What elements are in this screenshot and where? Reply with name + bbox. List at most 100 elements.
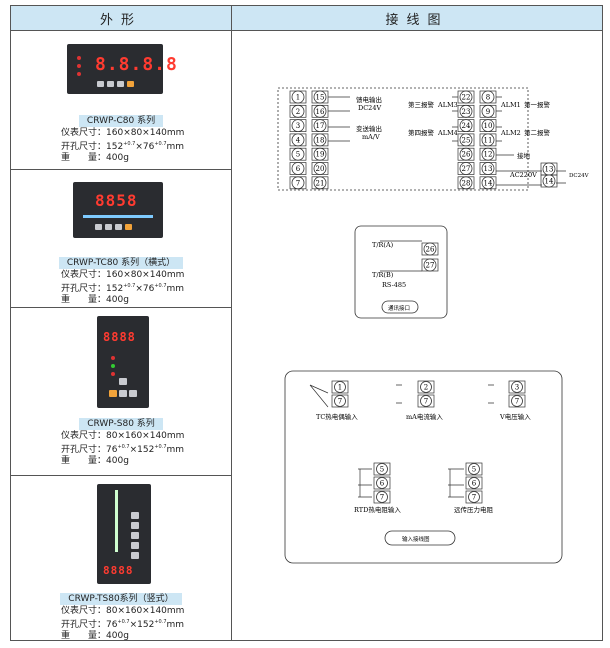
tx-label: 变送输出: [356, 124, 382, 133]
terminal-26: 26: [457, 147, 475, 161]
svg-text:通讯接口: 通讯接口: [388, 304, 410, 312]
terminal-10: 10: [479, 119, 497, 132]
svg-text:18: 18: [316, 136, 325, 144]
terminal-v-3: 3: [508, 380, 526, 394]
svg-text:17: 17: [316, 122, 325, 130]
svg-text:DC24V: DC24V: [569, 173, 590, 179]
terminal-24: 24: [457, 119, 475, 132]
svg-text:RS-485: RS-485: [382, 281, 406, 289]
terminal-dc-13: 13: [540, 162, 558, 176]
svg-text:5: 5: [296, 151, 300, 159]
terminal-22: 22: [457, 90, 475, 104]
terminal-27: 27: [457, 162, 475, 175]
svg-text:ALM4: ALM4: [437, 129, 458, 137]
svg-text:mA/V: mA/V: [362, 133, 380, 141]
terminal-tc-1: 1: [331, 380, 349, 394]
terminal-8: 8: [479, 90, 497, 104]
led-display: 8.8.8.8: [95, 54, 178, 75]
terminal-2: 2: [289, 104, 307, 118]
svg-text:RTD热电阻输入: RTD热电阻输入: [354, 505, 401, 514]
svg-text:21: 21: [316, 179, 325, 187]
svg-text:26: 26: [426, 246, 435, 254]
terminal-17: 17: [311, 119, 329, 132]
svg-text:第二报警: 第二报警: [524, 128, 551, 137]
svg-text:3: 3: [296, 122, 300, 130]
svg-text:输入接线图: 输入接线图: [402, 535, 430, 543]
terminal-v-7: 7: [508, 394, 526, 408]
svg-text:AC220V: AC220V: [509, 171, 537, 179]
terminal-3: 3: [289, 119, 307, 132]
header-wiring: 接线图: [232, 6, 602, 31]
panel-button: [127, 81, 134, 87]
terminal-rtd-6: 6: [373, 476, 391, 490]
terminal-6: 6: [289, 162, 307, 175]
svg-text:24: 24: [462, 122, 471, 130]
svg-text:7: 7: [515, 398, 519, 406]
panel-button: [117, 81, 124, 87]
svg-text:16: 16: [316, 108, 325, 116]
terminal-comm-26: 26: [421, 242, 439, 256]
svg-text:ALM1: ALM1: [500, 101, 521, 109]
terminal-19: 19: [311, 147, 329, 161]
product-name: CRWP-S80 系列: [79, 418, 163, 430]
terminal-tc-7: 7: [331, 394, 349, 408]
terminal-rtd-7: 7: [373, 490, 391, 504]
terminal-25: 25: [457, 133, 475, 147]
product-ts80: 8888 CRWP-TS80系列（竖式） 仪表尺寸：80×160×140mm 开…: [11, 476, 231, 641]
terminal-5: 5: [289, 147, 307, 161]
svg-text:20: 20: [316, 165, 325, 173]
terminal-18: 18: [311, 133, 329, 147]
svg-text:第一报警: 第一报警: [524, 100, 551, 109]
device-image-s80: 8888: [97, 316, 149, 408]
spec-table: 外形 接线图 8.8.8.8 CRWP-C80 系列 仪表尺寸：160×80×1…: [10, 5, 603, 641]
svg-text:2: 2: [424, 384, 428, 392]
svg-text:13: 13: [484, 165, 493, 173]
feed-label: 馈电输出: [356, 95, 382, 104]
led-display: 8888: [103, 564, 134, 577]
svg-text:第三报警: 第三报警: [408, 100, 435, 109]
svg-text:1: 1: [296, 94, 300, 102]
svg-text:6: 6: [296, 165, 301, 173]
svg-text:25: 25: [462, 136, 471, 144]
svg-text:7: 7: [472, 494, 476, 502]
terminal-15: 15: [311, 90, 329, 104]
terminal-12: 12: [479, 147, 497, 161]
svg-text:ALM2: ALM2: [500, 129, 521, 137]
svg-text:13: 13: [545, 166, 554, 174]
product-name: CRWP-TS80系列（竖式）: [60, 593, 182, 605]
svg-text:11: 11: [484, 136, 493, 144]
status-led: [77, 64, 81, 68]
product-specs: 仪表尺寸：160×80×140mm 开孔尺寸：152+0.7×76+0.7mm …: [61, 270, 185, 305]
svg-text:23: 23: [462, 108, 471, 116]
input-box: [284, 370, 563, 564]
terminal-9: 9: [479, 104, 497, 118]
panel-button: [107, 81, 114, 87]
status-led: [77, 72, 81, 76]
svg-text:接地: 接地: [517, 151, 531, 160]
wiring-diagrams: 1234567151617181920212223242526272889101…: [277, 87, 590, 564]
device-image-c80: 8.8.8.8: [67, 44, 177, 94]
terminal-rp-7: 7: [465, 490, 483, 504]
panel-button: [97, 81, 104, 87]
svg-text:9: 9: [486, 108, 490, 116]
svg-text:22: 22: [462, 94, 471, 102]
bargraph: [83, 215, 153, 218]
column-divider: [231, 6, 232, 640]
terminal-13: 13: [479, 162, 497, 175]
svg-text:27: 27: [462, 165, 471, 173]
product-specs: 仪表尺寸：80×160×140mm 开孔尺寸：76+0.7×152+0.7mm …: [61, 431, 185, 466]
svg-text:12: 12: [484, 151, 493, 159]
terminal-rp-5: 5: [465, 462, 483, 476]
svg-text:27: 27: [426, 262, 435, 270]
product-name: CRWP-TC80 系列（横式）: [58, 257, 184, 269]
svg-text:7: 7: [424, 398, 428, 406]
header-appearance: 外形: [11, 6, 232, 31]
svg-text:7: 7: [296, 179, 300, 187]
svg-text:mA电流输入: mA电流输入: [406, 412, 443, 421]
terminal-4: 4: [289, 133, 307, 147]
product-c80: 8.8.8.8 CRWP-C80 系列 仪表尺寸：160×80×140mm 开孔…: [11, 31, 231, 170]
svg-text:5: 5: [472, 466, 476, 474]
svg-text:7: 7: [380, 494, 384, 502]
svg-text:3: 3: [515, 384, 519, 392]
terminal-rp-6: 6: [465, 476, 483, 490]
